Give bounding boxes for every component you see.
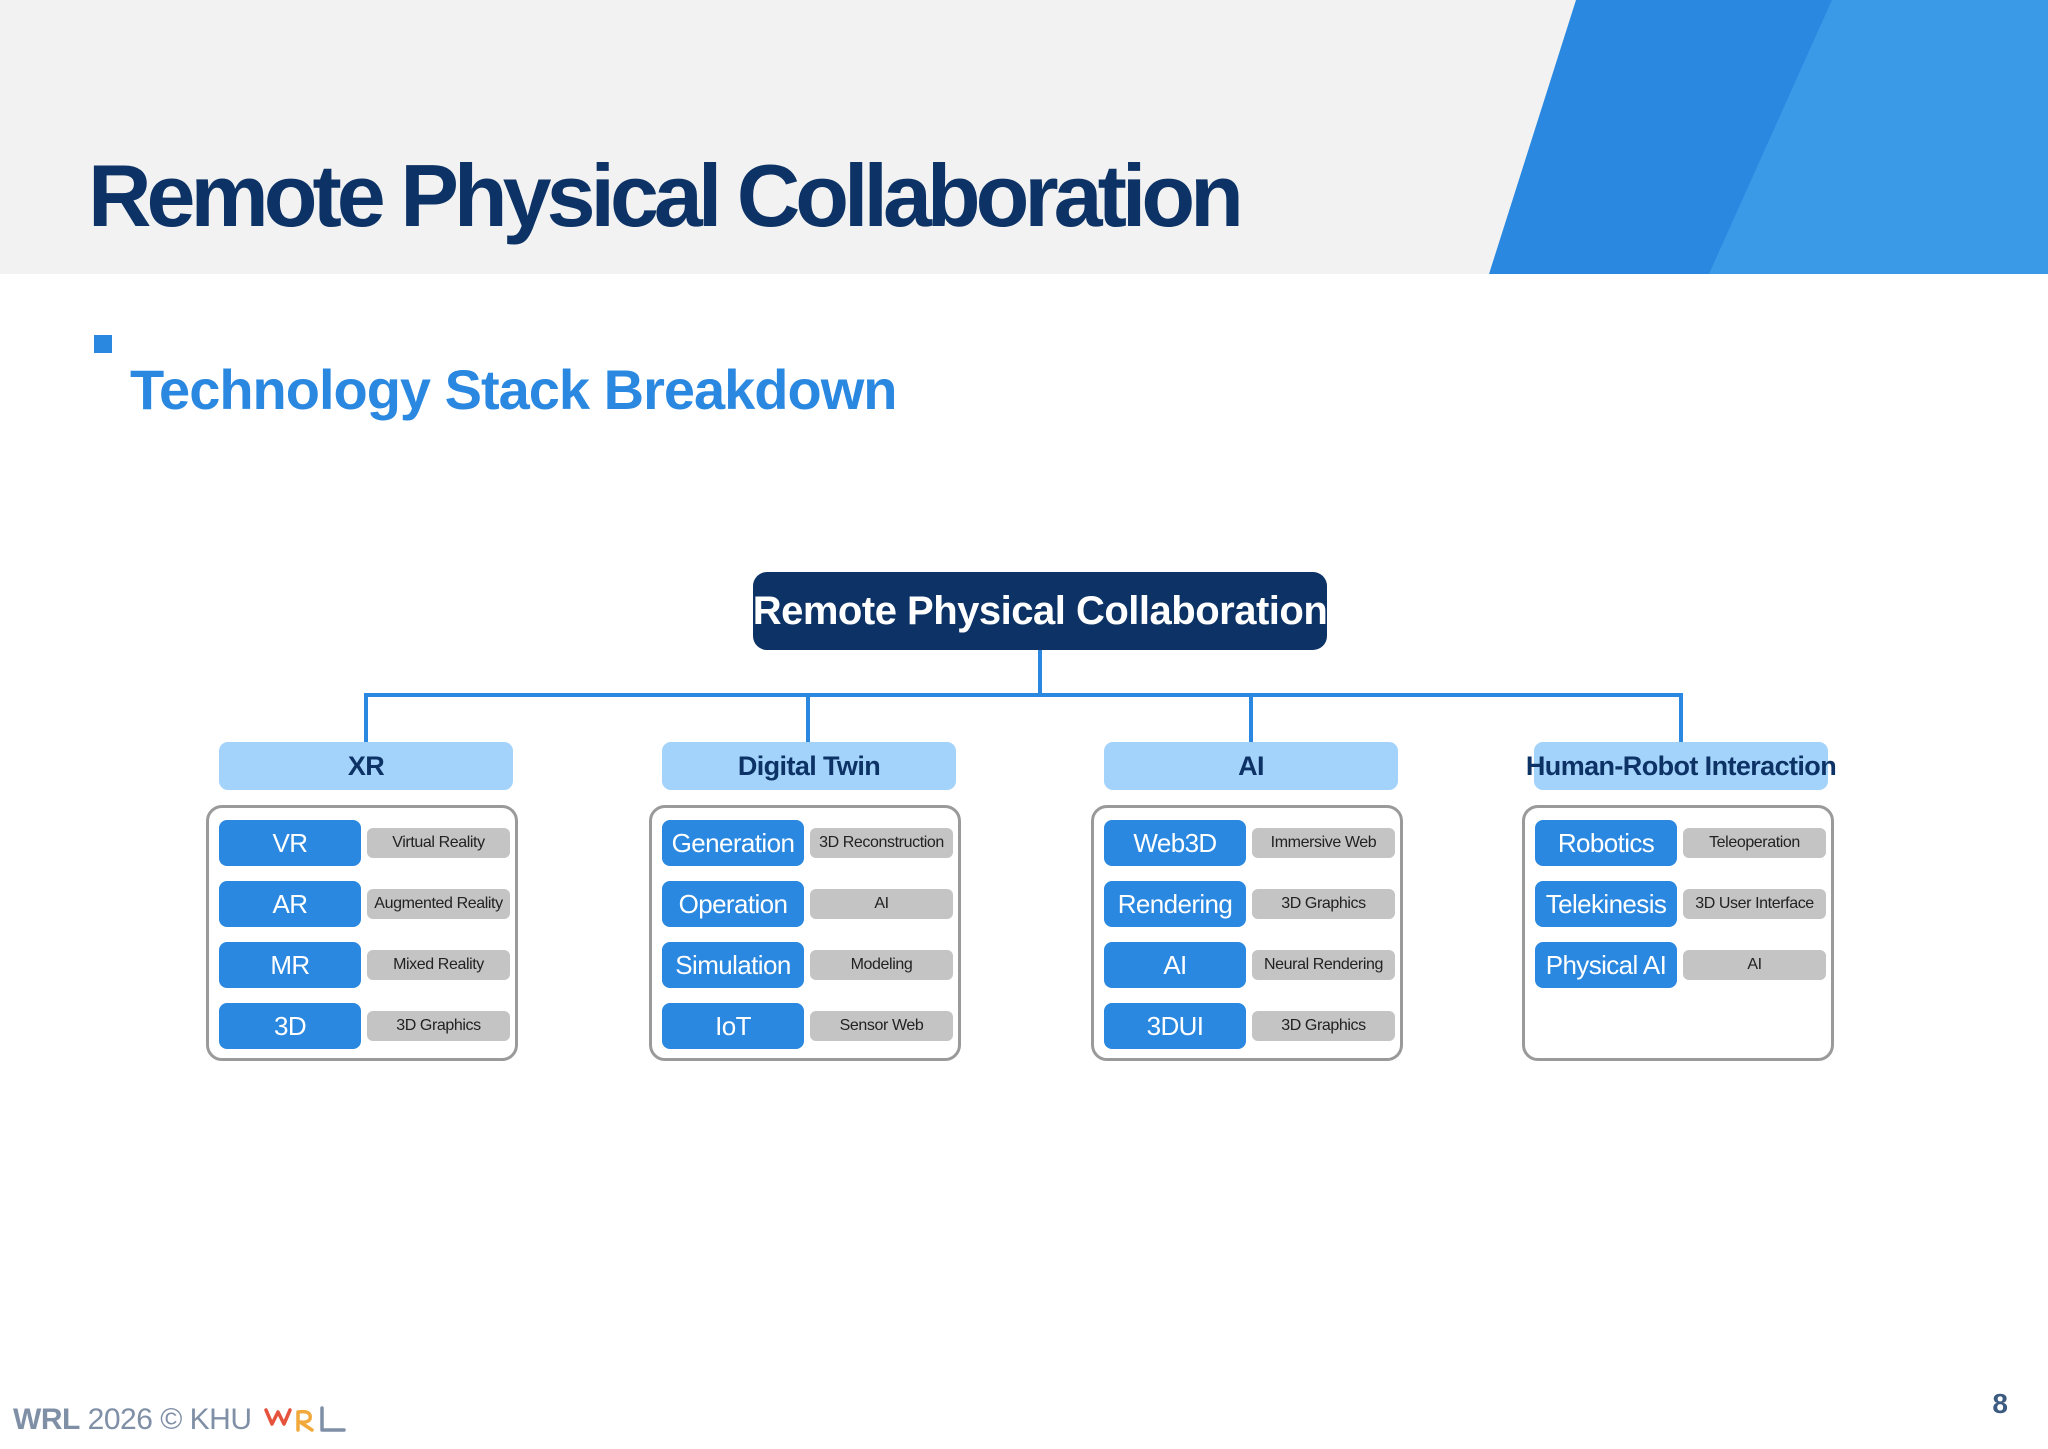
item-secondary: Virtual Reality — [367, 828, 510, 858]
item-secondary: 3D Graphics — [1252, 1011, 1395, 1041]
item-primary: Generation — [662, 820, 804, 866]
stack-item: Operation AI — [662, 881, 956, 927]
item-secondary: Neural Rendering — [1252, 950, 1395, 980]
item-secondary: Immersive Web — [1252, 828, 1395, 858]
stack-item: Telekinesis 3D User Interface — [1535, 881, 1829, 927]
item-secondary: Teleoperation — [1683, 828, 1826, 858]
slide-title: Remote Physical Collaboration — [88, 146, 1244, 245]
item-secondary: 3D Graphics — [367, 1011, 510, 1041]
category-label-ai: AI — [1104, 742, 1398, 790]
stack-item: Simulation Modeling — [662, 942, 956, 988]
footer-copyright: WRL 2026 © KHU — [13, 1403, 252, 1437]
item-primary: Web3D — [1104, 820, 1246, 866]
item-secondary: Augmented Reality — [367, 889, 510, 919]
stack-item: AI Neural Rendering — [1104, 942, 1398, 988]
category-box-human-robot-interaction: Robotics Teleoperation Telekinesis 3D Us… — [1522, 805, 1834, 1061]
category-box-xr: VR Virtual Reality AR Augmented Reality … — [206, 805, 518, 1061]
item-primary: 3DUI — [1104, 1003, 1246, 1049]
stack-item: 3DUI 3D Graphics — [1104, 1003, 1398, 1049]
item-secondary: 3D Reconstruction — [810, 828, 953, 858]
bullet-icon — [94, 335, 112, 353]
stack-item: Physical AI AI — [1535, 942, 1829, 988]
item-primary: 3D — [219, 1003, 361, 1049]
footer-copyright-text: 2026 © KHU — [79, 1403, 252, 1436]
item-secondary: AI — [1683, 950, 1826, 980]
stack-item: MR Mixed Reality — [219, 942, 513, 988]
item-primary: AR — [219, 881, 361, 927]
item-secondary: Mixed Reality — [367, 950, 510, 980]
stack-item: IoT Sensor Web — [662, 1003, 956, 1049]
category-label-human-robot-interaction: Human-Robot Interaction — [1526, 742, 1837, 790]
item-secondary: AI — [810, 889, 953, 919]
category-box-ai: Web3D Immersive Web Rendering 3D Graphic… — [1091, 805, 1403, 1061]
item-secondary: 3D User Interface — [1683, 889, 1826, 919]
item-primary: Physical AI — [1535, 942, 1677, 988]
stack-item: 3D 3D Graphics — [219, 1003, 513, 1049]
footer-brand: WRL — [13, 1403, 80, 1436]
stack-item: VR Virtual Reality — [219, 820, 513, 866]
item-primary: MR — [219, 942, 361, 988]
category-label-xr: XR — [219, 742, 513, 790]
item-primary: Simulation — [662, 942, 804, 988]
item-primary: AI — [1104, 942, 1246, 988]
item-primary: VR — [219, 820, 361, 866]
root-node: Remote Physical Collaboration — [753, 572, 1328, 650]
stack-item: Rendering 3D Graphics — [1104, 881, 1398, 927]
item-secondary: Sensor Web — [810, 1011, 953, 1041]
section-heading: Technology Stack Breakdown — [130, 358, 897, 421]
stack-item: AR Augmented Reality — [219, 881, 513, 927]
header-decoration — [1489, 0, 2048, 274]
item-primary: Rendering — [1104, 881, 1246, 927]
item-secondary: Modeling — [810, 950, 953, 980]
item-primary: Telekinesis — [1535, 881, 1677, 927]
item-primary: Operation — [662, 881, 804, 927]
category-label-digital-twin: Digital Twin — [662, 742, 956, 790]
category-box-digital-twin: Generation 3D Reconstruction Operation A… — [649, 805, 961, 1061]
stack-item: Robotics Teleoperation — [1535, 820, 1829, 866]
item-secondary: 3D Graphics — [1252, 889, 1395, 919]
wrl-logo-icon — [264, 1406, 346, 1432]
item-primary: IoT — [662, 1003, 804, 1049]
page-number: 8 — [1992, 1388, 2008, 1419]
stack-item: Generation 3D Reconstruction — [662, 820, 956, 866]
stack-item: Web3D Immersive Web — [1104, 820, 1398, 866]
item-primary: Robotics — [1535, 820, 1677, 866]
